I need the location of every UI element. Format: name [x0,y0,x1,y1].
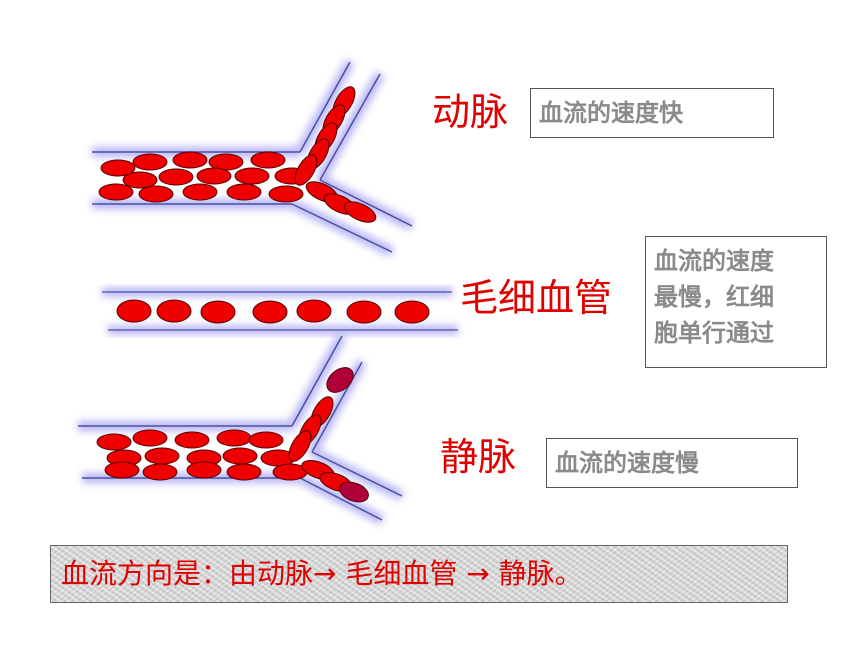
capillary-label: 毛细血管 [460,276,613,320]
artery-speed-description: 血流的速度快 [530,88,774,138]
artery-vessel [92,59,415,257]
artery-label: 动脉 [432,90,509,134]
capillary-speed-description: 血流的速度 最慢，红细 胞单行通过 [645,236,827,368]
vein-vessel [78,333,405,525]
capillary-vessel [102,287,458,335]
vein-label: 静脉 [440,435,517,479]
vein-speed-description: 血流的速度慢 [546,438,798,488]
blood-flow-direction-banner: 血流方向是：由动脉→ 毛细血管 → 静脉。 [50,545,788,603]
